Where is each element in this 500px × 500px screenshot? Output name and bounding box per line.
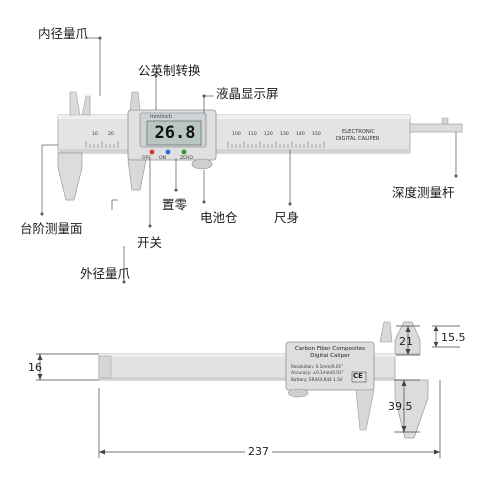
top-caliper [57,91,463,201]
label-ruler: 尺身 [274,210,300,225]
leader-lines-top [41,37,457,282]
dim-rod-width: 16 [28,361,42,374]
scale-ticks [85,141,325,148]
lcd-reading: 26.8 [154,123,196,143]
off-button-label[interactable]: OFF [142,156,151,161]
bottom-caliper [98,321,429,439]
spec-accuracy: Accuracy: ±0.1mm/0.01" [291,370,344,376]
dim-jaw-depth: 39.5 [388,400,413,413]
label-battery: 电池仓 [200,210,238,225]
on-button-dot[interactable] [165,149,171,155]
product-title-line-2: Digital Caliper [310,353,350,359]
spec-battery: Battery: SR44/LR44 1.5V [291,376,343,382]
scale-mark: 100 [232,132,241,137]
label-inner-jaw: 内径量爪 [38,26,89,41]
product-title-line-1: Carbon Fiber Composites [294,346,366,352]
lcd-screen [146,120,202,146]
dim-jaw-tip: 15.5 [441,331,466,344]
scale-mark: 110 [248,132,257,137]
scale-mark: 20 [108,132,114,137]
spec-block: Resolution: 0.1mm/0.01" Accuracy: ±0.1mm… [291,364,353,383]
scale-mark: 150 [312,132,321,137]
label-unit-switch: 公英制转换 [138,63,201,78]
main-beam [57,114,411,154]
product-title: Carbon Fiber Composites Digital Caliper [290,346,370,360]
dimension-arrows [37,326,440,455]
on-button-label[interactable]: ON [159,156,167,161]
label-depth-rod: 深度测量杆 [392,185,455,200]
spec-resolution: Resolution: 0.1mm/0.01" [291,364,344,369]
scale-mark: 120 [264,132,273,137]
label-lcd-screen: 液晶显示屏 [216,86,279,101]
off-button-dot[interactable] [149,149,155,155]
scale-mark: 140 [296,132,305,137]
label-outer-jaw: 外径量爪 [80,266,131,281]
brand-line-2: DIGITAL CALIPER [336,136,380,142]
scale-mark: 10 [92,132,98,137]
leader-dots-top [40,36,458,284]
label-step-face: 台阶测量面 [20,221,83,236]
dim-jaw-width: 21 [399,335,413,348]
label-power: 开关 [137,235,163,250]
scale-mark: 130 [280,132,289,137]
dim-total-length: 237 [245,445,272,458]
label-zero: 置零 [162,197,188,212]
zero-button-label[interactable]: ZERO [180,156,193,161]
brand-line-1: ELECTRONIC [342,129,375,135]
unit-label: mm/inch [150,114,172,120]
ce-mark: CE [353,372,363,380]
zero-button-dot[interactable] [181,149,187,155]
